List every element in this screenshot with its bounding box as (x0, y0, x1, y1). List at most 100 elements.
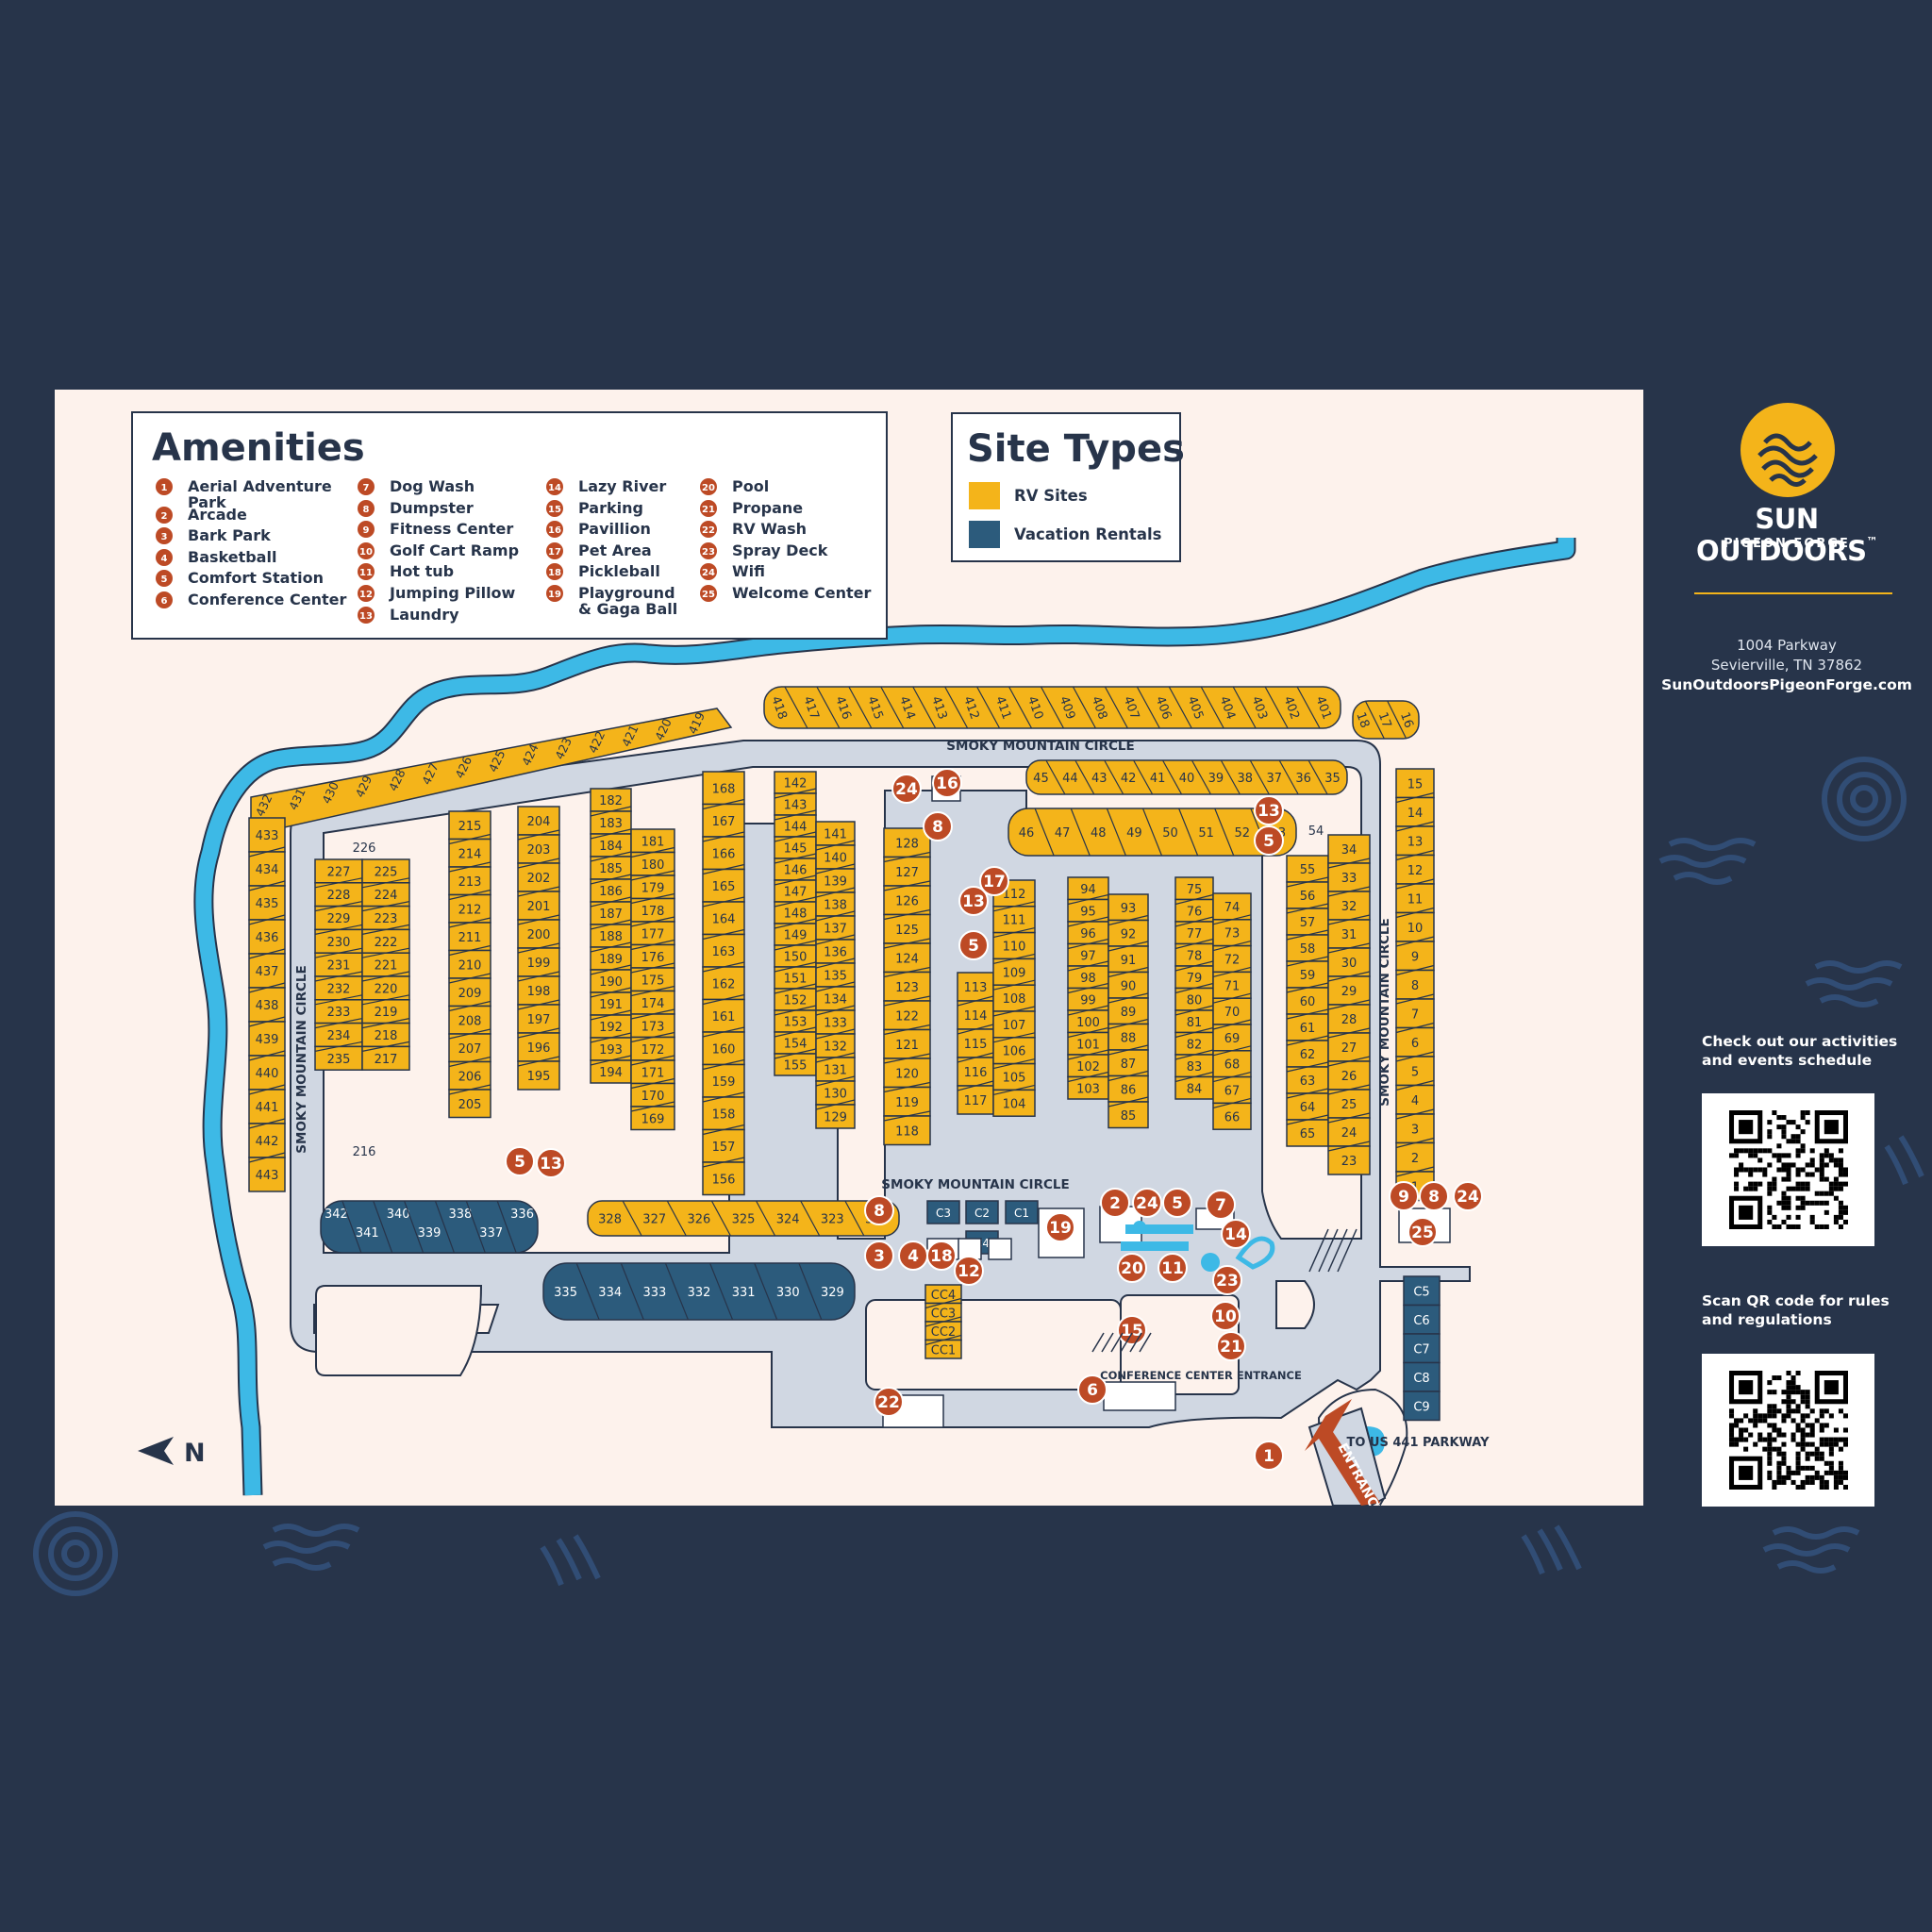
site[interactable] (883, 1028, 931, 1059)
site-number[interactable]: 326 (687, 1213, 710, 1227)
site[interactable] (1327, 1145, 1371, 1175)
site[interactable] (1327, 1032, 1371, 1062)
site[interactable] (248, 1123, 286, 1158)
site-number[interactable]: 327 (642, 1213, 666, 1227)
site[interactable] (815, 868, 856, 893)
amenity-marker[interactable]: 2 (1100, 1188, 1130, 1218)
site[interactable] (590, 924, 632, 948)
amenity-marker[interactable]: 6 (1077, 1374, 1108, 1405)
site-number[interactable]: 331 (732, 1286, 756, 1300)
site-number[interactable]: 338 (448, 1208, 472, 1222)
site[interactable] (314, 905, 363, 931)
site-number[interactable]: 216 (353, 1145, 376, 1159)
amenity-marker[interactable]: 24 (1453, 1181, 1483, 1211)
site-number[interactable]: 323 (821, 1213, 844, 1227)
site[interactable] (1403, 1304, 1441, 1335)
site[interactable] (883, 1115, 931, 1146)
site[interactable] (630, 828, 675, 854)
amenity-marker[interactable]: 22 (874, 1387, 904, 1417)
amenity-marker[interactable]: 9 (1389, 1181, 1419, 1211)
site[interactable] (361, 858, 410, 884)
amenity-marker[interactable]: 23 (1212, 1265, 1242, 1295)
amenity-marker[interactable]: 13 (1254, 795, 1284, 825)
site-number[interactable]: 42 (1121, 772, 1137, 786)
site-number[interactable]: 47 (1055, 826, 1071, 841)
site[interactable] (1395, 796, 1435, 827)
site[interactable] (1212, 919, 1252, 947)
site[interactable] (1395, 941, 1435, 972)
site[interactable] (702, 901, 745, 936)
site[interactable] (517, 862, 560, 892)
amenity-marker[interactable]: 15 (1117, 1315, 1147, 1345)
site[interactable] (517, 1060, 560, 1091)
amenity-marker[interactable]: 5 (1162, 1188, 1192, 1218)
amenity-marker[interactable]: 25 (1407, 1217, 1438, 1247)
site[interactable] (1395, 969, 1435, 1000)
site[interactable] (1327, 975, 1371, 1006)
website-link[interactable]: SunOutdoorsPigeonForge.com (1661, 676, 1912, 693)
site[interactable] (883, 1058, 931, 1089)
amenity-marker[interactable]: 14 (1221, 1219, 1251, 1249)
site-number[interactable]: 16 (1397, 710, 1416, 730)
site[interactable] (448, 893, 491, 924)
site-number[interactable]: 51 (1198, 826, 1214, 841)
amenity-marker[interactable]: 17 (979, 866, 1009, 896)
amenity-marker[interactable]: 8 (1419, 1181, 1449, 1211)
amenity-marker[interactable]: 5 (1254, 825, 1284, 856)
site[interactable] (1286, 855, 1329, 883)
site[interactable] (815, 821, 856, 846)
amenity-marker[interactable]: 3 (864, 1241, 894, 1271)
site[interactable] (883, 971, 931, 1002)
site-number[interactable]: 45 (1033, 772, 1049, 786)
site[interactable] (992, 1037, 1036, 1065)
site[interactable] (1286, 960, 1329, 989)
amenity-marker[interactable]: 20 (1117, 1253, 1147, 1283)
site[interactable] (630, 967, 675, 992)
qr-code-activities[interactable] (1702, 1093, 1874, 1246)
site-number[interactable]: 329 (821, 1286, 844, 1300)
amenity-marker[interactable]: 21 (1216, 1331, 1246, 1361)
site-number[interactable]: 334 (598, 1286, 622, 1300)
site-number[interactable]: 49 (1126, 826, 1142, 841)
site[interactable] (361, 975, 410, 1001)
amenity-marker[interactable]: 16 (932, 768, 962, 798)
amenity-marker[interactable]: 1 (1254, 1441, 1284, 1471)
amenity-marker[interactable]: 8 (923, 811, 953, 841)
site[interactable] (815, 939, 856, 964)
site-number[interactable]: 38 (1238, 772, 1254, 786)
site-number[interactable]: 44 (1062, 772, 1078, 786)
site[interactable] (702, 803, 745, 838)
site-number[interactable]: 342 (325, 1208, 348, 1222)
amenity-marker[interactable]: 11 (1158, 1253, 1188, 1283)
site[interactable] (590, 788, 632, 812)
amenity-marker[interactable]: 7 (1206, 1190, 1236, 1220)
site-number[interactable]: 43 (1091, 772, 1108, 786)
amenity-marker[interactable]: 13 (536, 1148, 566, 1178)
site-number[interactable]: 17 (1375, 710, 1394, 730)
site-number[interactable]: 337 (479, 1226, 503, 1241)
amenity-marker[interactable]: 19 (1045, 1212, 1075, 1242)
site[interactable] (1403, 1275, 1441, 1307)
site[interactable] (248, 1021, 286, 1057)
cabin[interactable] (1005, 1200, 1039, 1224)
site-number[interactable]: 324 (776, 1213, 800, 1227)
site-number[interactable]: 330 (776, 1286, 800, 1300)
amenity-marker[interactable]: 8 (864, 1195, 894, 1225)
site[interactable] (1212, 1050, 1252, 1078)
site-number[interactable]: 50 (1162, 826, 1178, 841)
amenity-marker[interactable]: 13 (958, 886, 989, 916)
site-number[interactable]: 339 (418, 1226, 441, 1241)
site[interactable] (1108, 997, 1149, 1025)
site[interactable] (248, 817, 286, 853)
site[interactable] (1395, 825, 1435, 857)
site[interactable] (702, 1096, 745, 1131)
site-number[interactable]: 18 (1353, 710, 1372, 730)
site[interactable] (314, 858, 363, 884)
site[interactable] (361, 1022, 410, 1048)
site-number[interactable]: 333 (642, 1286, 666, 1300)
amenity-marker[interactable]: 5 (505, 1146, 535, 1176)
site-number[interactable]: 52 (1235, 826, 1251, 841)
site[interactable] (1108, 945, 1149, 974)
site[interactable] (361, 1045, 410, 1071)
site[interactable] (1212, 1102, 1252, 1130)
